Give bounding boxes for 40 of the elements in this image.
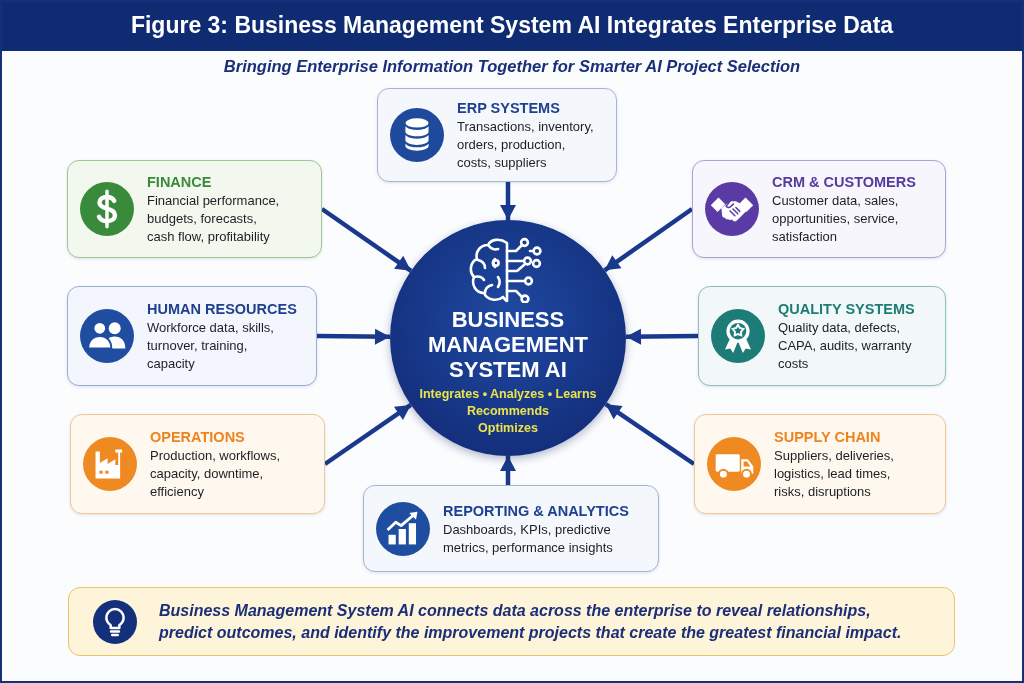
category-card: [70, 414, 325, 514]
category-card: [692, 160, 946, 258]
card-heading: REPORTING & ANALYTICS: [443, 501, 629, 521]
category-card: [377, 88, 617, 182]
arrow: [500, 456, 516, 485]
category-card: [694, 414, 946, 514]
hub-tagline: Optimizes: [478, 420, 538, 437]
card-heading: OPERATIONS: [150, 428, 245, 447]
card-description: Dashboards, KPIs, predictive metrics, performance insights: [443, 520, 614, 557]
card-description: Production, workflows, capacity, downtime, efficiency: [150, 447, 282, 501]
subtitle: Bringing Enterprise Information Together for Smarter AI Project Selection: [223, 56, 801, 77]
arrow: [625, 328, 699, 345]
note-text: Business Management System AI connects data across the enterprise to reveal relationships, predict outcomes, and identify the improvement projects that create the greatest financial impact.: [159, 600, 903, 643]
category-card: [363, 485, 659, 572]
card-description: Quality data, defects, CAPA, audits, warranty costs: [778, 319, 913, 373]
category-card: [67, 160, 322, 258]
card-heading: FINANCE: [147, 173, 212, 192]
arrow: [603, 207, 694, 273]
hub-tagline: Integrates • Analyzes • Learns: [419, 386, 597, 403]
card-description: Suppliers, deliveries, logistics, lead times, risks, disruptions: [774, 447, 895, 501]
hub-tagline: Recommends: [467, 403, 549, 420]
hub-title: BUSINESS MANAGEMENT SYSTEM AI: [426, 307, 590, 382]
card-heading: SUPPLY CHAIN: [774, 428, 881, 447]
card-heading: QUALITY SYSTEMS: [778, 300, 915, 319]
card-description: Workforce data, skills, turnover, training, capacity: [147, 319, 275, 373]
arrow: [500, 182, 516, 220]
arrow: [323, 403, 413, 466]
card-description: Transactions, inventory, orders, production, costs, suppliers: [457, 118, 595, 172]
card-heading: CRM & CUSTOMERS: [772, 173, 916, 192]
arrow: [320, 207, 413, 273]
category-card: [67, 286, 317, 386]
category-card: [698, 286, 946, 386]
arrow: [604, 402, 696, 466]
card-heading: ERP SYSTEMS: [457, 99, 560, 118]
title-banner: Figure 3: Business Management System AI Integrates Enterprise Data: [0, 0, 1024, 51]
note-banner: [68, 587, 955, 656]
card-heading: HUMAN RESOURCES: [147, 300, 297, 319]
card-description: Financial performance, budgets, forecasts, cash flow, profitability: [147, 192, 281, 246]
arrow: [316, 328, 391, 345]
card-description: Customer data, sales, opportunities, service, satisfaction: [772, 192, 900, 246]
